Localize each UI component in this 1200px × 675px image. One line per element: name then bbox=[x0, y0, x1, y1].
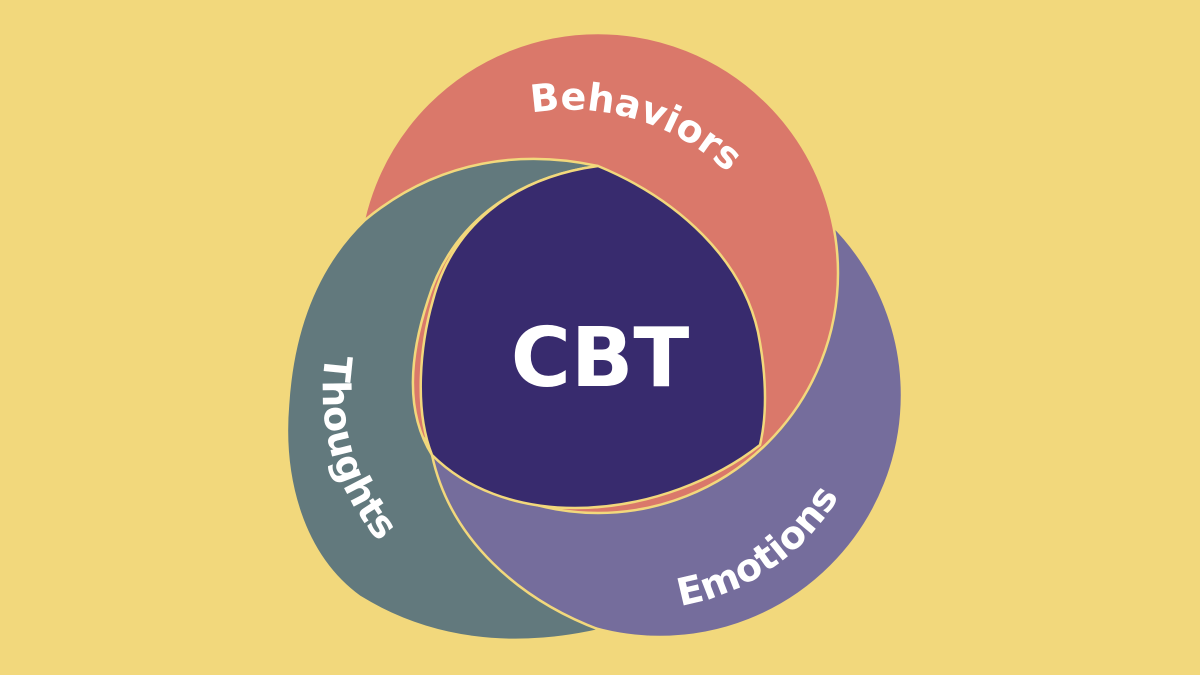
cbt-center bbox=[419, 164, 767, 510]
cbt-label: CBT bbox=[511, 311, 690, 406]
